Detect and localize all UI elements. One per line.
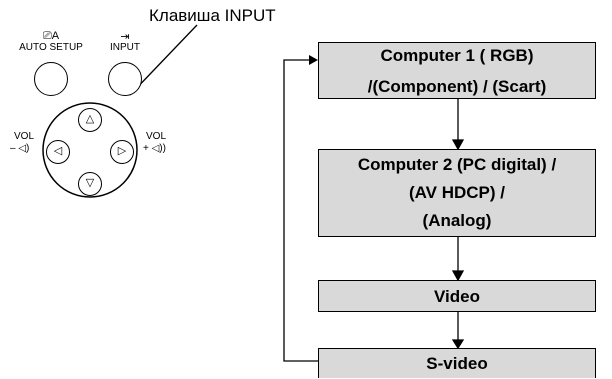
flow-box-s-video: S-video <box>318 348 596 378</box>
input-button[interactable] <box>108 62 142 96</box>
dpad-right-button[interactable]: ▷ <box>110 140 134 164</box>
flow-box-line: Computer 1 ( RGB) <box>380 45 534 65</box>
input-key-callout: Клавиша INPUT <box>149 6 276 25</box>
flow-box-line: (AV HDCP) / <box>408 183 505 202</box>
flow-box-line: Video <box>434 286 480 306</box>
flow-box-computer-1: Computer 1 ( RGB) /(Component) / (Scart) <box>318 42 596 99</box>
input-label: INPUT <box>110 42 140 53</box>
loop-back-line <box>283 59 318 362</box>
vol-plus-label: VOL <box>146 131 167 142</box>
dpad-left-button[interactable]: ◁ <box>46 140 70 164</box>
auto-setup-label: AUTO SETUP <box>19 42 83 53</box>
flow-box-computer-2: Computer 2 (PC digital) / (AV HDCP) / (A… <box>318 149 596 237</box>
auto-setup-icon: ⎚A <box>42 30 60 42</box>
flow-box-line: (Analog) <box>422 211 492 230</box>
flow-box-video: Video <box>318 280 596 312</box>
dpad-ring <box>42 102 138 198</box>
dpad-up-button[interactable]: △ <box>78 108 102 132</box>
flow-box-line: /(Component) / (Scart) <box>367 76 547 96</box>
input-icon: ⇥ <box>120 31 130 43</box>
vol-minus-label: VOL <box>14 131 35 142</box>
flow-box-line: S-video <box>426 354 488 373</box>
dpad-down-button[interactable]: ▽ <box>78 172 102 196</box>
flow-arrows <box>451 99 465 350</box>
vol-minus-icon: – ◁) <box>10 143 30 154</box>
loop-back-arrowhead <box>309 55 318 65</box>
auto-setup-button[interactable] <box>34 62 68 96</box>
flow-box-line: Computer 2 (PC digital) / <box>357 155 557 174</box>
vol-plus-icon: + ◁)) <box>143 143 166 154</box>
